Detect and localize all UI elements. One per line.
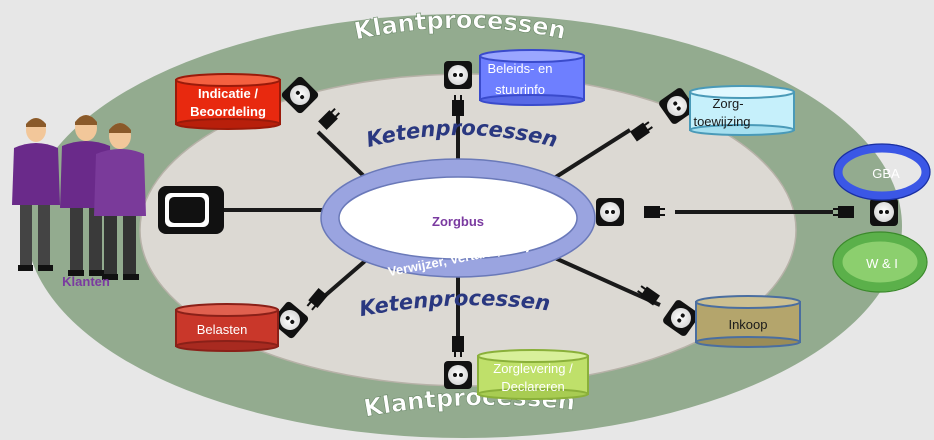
system-indicatie-line1: Indicatie / <box>198 86 258 101</box>
plug-right-inner <box>644 206 665 218</box>
bus-label: Zorgbus <box>432 214 484 229</box>
bus-ring-inner-outline <box>338 176 578 260</box>
plug-top <box>452 95 464 116</box>
system-belasten-line1: Belasten <box>197 322 248 337</box>
system-zorglevering-line2: Declareren <box>501 379 565 394</box>
external-wi: W & I <box>832 231 928 293</box>
socket-top-right <box>659 88 695 124</box>
system-beleid-line2: stuurinfo <box>495 82 545 97</box>
system-beleid: Beleids- en stuurinfo <box>479 49 585 106</box>
system-zorglevering: Zorglevering / Declareren <box>477 349 589 400</box>
plug-top-right <box>630 121 653 142</box>
system-indicatie: Indicatie / Beoordeling <box>175 73 281 130</box>
plug-bottom-right <box>637 285 660 306</box>
external-gba-label: GBA <box>872 166 900 181</box>
system-zorgtoewijzing-line2: toewijzing <box>693 114 750 129</box>
system-indicatie-line2: Beoordeling <box>190 104 266 119</box>
system-beleid-line1: Beleids- en <box>487 61 552 76</box>
system-zorglevering-line1: Zorglevering / <box>493 361 573 376</box>
socket-bottom-left <box>271 301 309 339</box>
socket-top <box>444 61 472 89</box>
socket-right-outer <box>870 198 898 226</box>
external-gba: GBA <box>833 143 931 201</box>
system-zorgtoewijzing: Zorg- toewijzing <box>689 85 795 136</box>
external-wi-label: W & I <box>866 256 898 271</box>
system-inkoop: Inkoop <box>695 295 801 348</box>
socket-right-inner <box>596 198 624 226</box>
plug-bottom-left <box>306 288 328 311</box>
system-zorgtoewijzing-line1: Zorg- <box>712 96 743 111</box>
system-belasten: Belasten <box>175 303 279 352</box>
customers-label: Klanten <box>62 274 110 289</box>
plug-bottom <box>452 336 464 357</box>
plug-top-left <box>318 107 341 130</box>
socket-bottom-right <box>663 300 699 336</box>
system-inkoop-line1: Inkoop <box>728 317 767 332</box>
customers-figure <box>12 115 146 280</box>
socket-bottom <box>444 361 472 389</box>
plug-right-outer <box>833 206 854 218</box>
socket-top-left <box>281 76 319 114</box>
terminal-icon <box>158 186 224 234</box>
bus-ring-outline <box>320 158 596 278</box>
bus-ring <box>321 159 595 277</box>
